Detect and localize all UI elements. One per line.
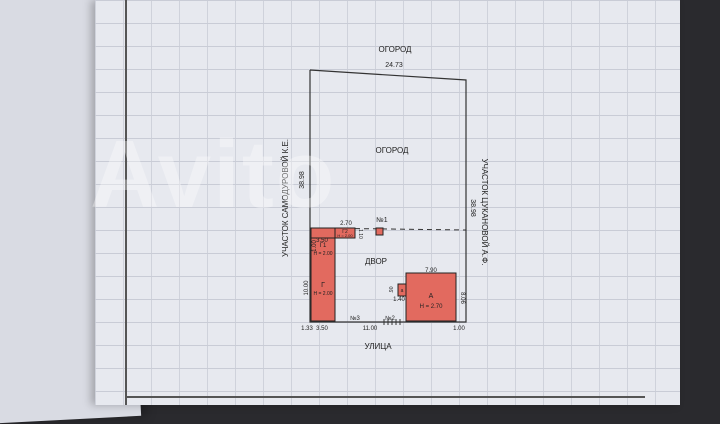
mark-1: №1 [376, 217, 388, 224]
page-frame-bottom [125, 396, 645, 398]
g1-width-dim: 3.50 [316, 238, 328, 244]
mark-3: №3 [350, 315, 360, 322]
page-frame-left [125, 0, 127, 405]
a-width-dim: 7.90 [425, 268, 437, 274]
g2-width-dim: 2.70 [340, 221, 352, 227]
left-neighbor-label: УЧАСТОК САМОДУРОВОЙ К.Е. [281, 139, 290, 257]
porch-width-dim: 1.40 [393, 297, 405, 303]
yard-label: ДВОР [365, 257, 387, 266]
bottom-dim-3: 11.00 [363, 326, 378, 332]
garden-label: ОГОРОД [376, 146, 410, 155]
porch-depth-dim: .90 [389, 286, 395, 293]
watermark: Avito [90, 121, 337, 228]
porch-a [397, 283, 407, 297]
left-length-dim: 38.98 [299, 171, 306, 189]
building-g2 [334, 227, 356, 239]
a-depth-dim: 8.06 [459, 292, 465, 304]
top-width-dim: 24.73 [385, 62, 403, 69]
porch-label: а [401, 288, 404, 294]
g2-label: Г2 [342, 229, 348, 235]
bottom-dim-2: 3.50 [316, 326, 328, 332]
g-label: Г [321, 282, 325, 289]
g2-height: Н = 2.00 [337, 233, 353, 238]
g1-height: Н = 2.00 [313, 251, 332, 257]
yard-divider [309, 227, 467, 231]
top-neighbor-label: ОГОРОД [379, 45, 413, 54]
g-depth-dim: 10.00 [304, 280, 310, 296]
g-height: Н = 2.00 [313, 291, 332, 297]
g2-depth-dim: 1.10 [357, 229, 363, 239]
gate-mark [383, 319, 401, 325]
bottom-dim-1: 1.33 [301, 326, 313, 332]
right-neighbor-label: УЧАСТОК ЦУКАНОВОЙ А.Ф. [480, 159, 489, 266]
g1-label: Г1 [320, 243, 327, 249]
building-g [310, 236, 336, 322]
street-label: УЛИЦА [364, 342, 392, 351]
notebook-page [95, 0, 680, 405]
site-plan: ОГОРОД 24.73 ОГОРОД УЧАСТОК САМОДУРОВОЙ … [281, 45, 489, 351]
bottom-dim-4: 1.00 [453, 326, 465, 332]
well-marker [375, 227, 384, 236]
g1-depth-dim: 1.00 [312, 240, 318, 252]
right-length-dim: 38.98 [469, 199, 476, 217]
a-height: Н = 2.70 [420, 304, 444, 310]
mark-2: №2 [385, 315, 395, 322]
a-label: А [429, 293, 434, 300]
building-a [405, 272, 457, 322]
plot-boundary [309, 69, 467, 323]
